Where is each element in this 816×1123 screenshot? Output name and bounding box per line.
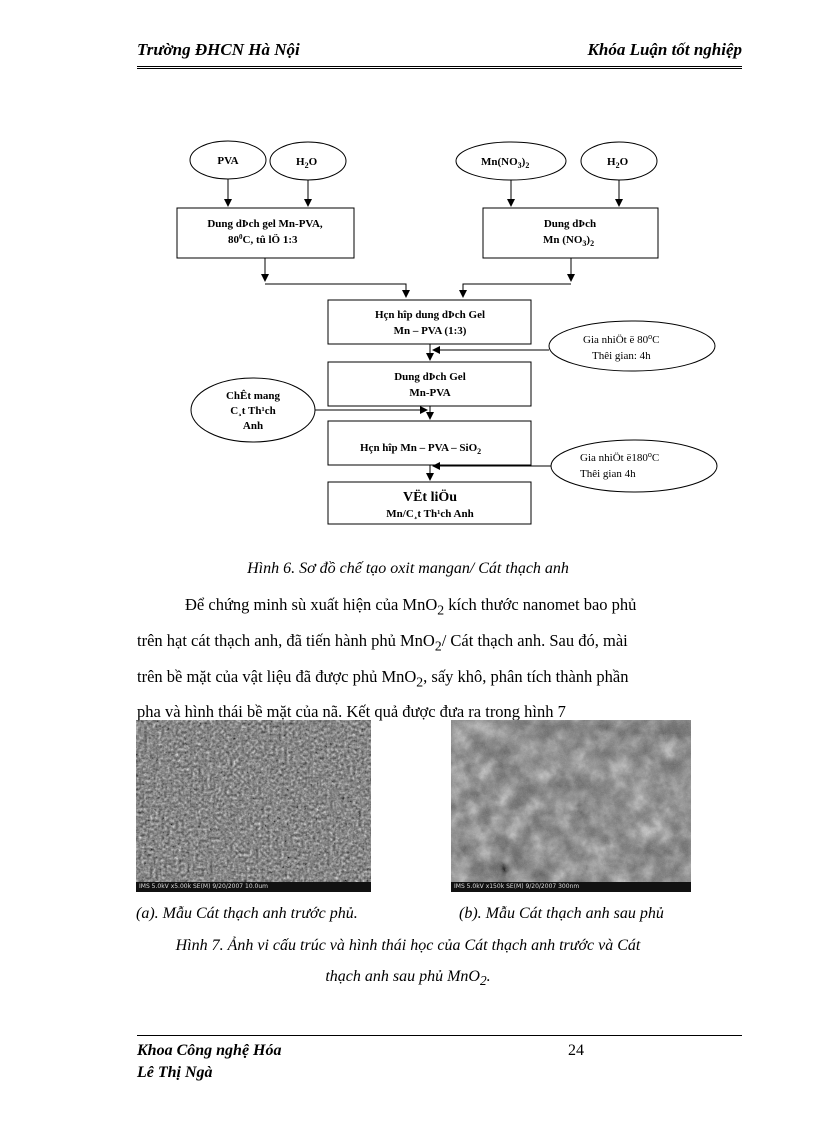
mnno3-label: Mn(NO3)2 xyxy=(481,156,529,170)
flow-diagram: PVA H2O Mn(NO3)2 H2O Dung dÞch gel Mn-PV… xyxy=(176,140,718,525)
header-thesis-title: Khóa Luận tốt nghiệp xyxy=(587,40,742,59)
sem-info-bar-before: IMS 5.0kV x5.00k SE(M) 9/20/2007 10.0um xyxy=(136,882,371,892)
gel-box-line2: 800C, tû lÖ 1:3 xyxy=(228,233,298,246)
carrier-line1: ChÊt mang xyxy=(226,390,281,402)
mix-line1: Hçn hîp dung dÞch Gel xyxy=(375,309,485,321)
figure7-caption-line1: Hình 7. Ảnh vi cấu trúc và hình thái học… xyxy=(175,937,641,954)
gel-line2: Mn-PVA xyxy=(409,387,450,399)
paragraph-line1: Để chứng minh sù xuất hiện của MnO2 kích… xyxy=(185,595,637,618)
mn-solution-box xyxy=(482,207,659,259)
heat2-line2: Thêi gian 4h xyxy=(580,468,636,480)
footer-rule xyxy=(137,1035,742,1036)
sem-info-bar-after: IMS 5.0kV x150k SE(M) 9/20/2007 300nm xyxy=(451,882,691,892)
paragraph-line3: trên bề mặt của vật liệu đã được phủ MnO… xyxy=(137,666,629,689)
mix2-label: Hçn hîp Mn – PVA – SiO2 xyxy=(360,442,481,456)
figure7-caption-line2: thạch anh sau phủ MnO2. xyxy=(325,968,491,989)
sem-texture-before xyxy=(136,720,371,882)
footer-department: Khoa Công nghệ Hóa xyxy=(137,1042,282,1059)
final-line2: Mn/C¸t Th¹ch Anh xyxy=(386,508,473,520)
carrier-line3: Anh xyxy=(243,420,263,432)
pva-label: PVA xyxy=(217,155,238,167)
mix-gel-box xyxy=(327,299,532,345)
sem-image-after: IMS 5.0kV x150k SE(M) 9/20/2007 300nm xyxy=(451,720,691,892)
sem-texture-after xyxy=(451,720,691,882)
mn-sol-line2: Mn (NO3)2 xyxy=(543,234,594,248)
h2o-right-label: H2O xyxy=(607,156,629,170)
paragraph-line4: pha và hình thái bề mặt của nã. Kết quả … xyxy=(137,702,566,722)
figure6-caption: Hình 6. Sơ đồ chế tạo oxit mangan/ Cát t… xyxy=(247,560,569,577)
gel-line1: Dung dÞch Gel xyxy=(394,371,466,383)
subcaption-b: (b). Mẫu Cát thạch anh sau phủ xyxy=(459,905,664,922)
gel-mnpva-box xyxy=(176,207,355,259)
heat2-line1: Gia nhiÖt ë180oC xyxy=(580,450,659,464)
paragraph-line2: trên hạt cát thạch anh, đã tiến hành phủ… xyxy=(137,630,628,654)
mix-line2: Mn – PVA (1:3) xyxy=(394,325,467,337)
mn-sol-line1: Dung dÞch xyxy=(544,218,596,230)
footer-author: Lê Thị Ngà xyxy=(137,1064,213,1081)
heat1-line1: Gia nhiÖt ë 80oC xyxy=(583,332,659,346)
header-school: Trường ĐHCN Hà Nội xyxy=(137,40,300,59)
carrier-line2: C¸t Th¹ch xyxy=(230,405,276,417)
heat2-node xyxy=(550,439,718,493)
page-number: 24 xyxy=(568,1042,584,1059)
sem-image-before: IMS 5.0kV x5.00k SE(M) 9/20/2007 10.0um xyxy=(136,720,371,892)
heat1-line2: Thêi gian: 4h xyxy=(592,350,651,362)
gel-solution-box xyxy=(327,361,532,407)
final-line1: VËt liÖu xyxy=(403,488,457,505)
h2o-left-label: H2O xyxy=(296,156,318,170)
heat1-node xyxy=(548,320,716,372)
gel-box-line1: Dung dÞch gel Mn-PVA, xyxy=(207,218,323,230)
final-material-box xyxy=(327,481,532,525)
header-rule xyxy=(137,66,742,69)
subcaption-a: (a). Mẫu Cát thạch anh trước phủ. xyxy=(136,905,358,922)
body-paragraph: Để chứng minh sù xuất hiện của MnO2 kích… xyxy=(137,590,742,728)
